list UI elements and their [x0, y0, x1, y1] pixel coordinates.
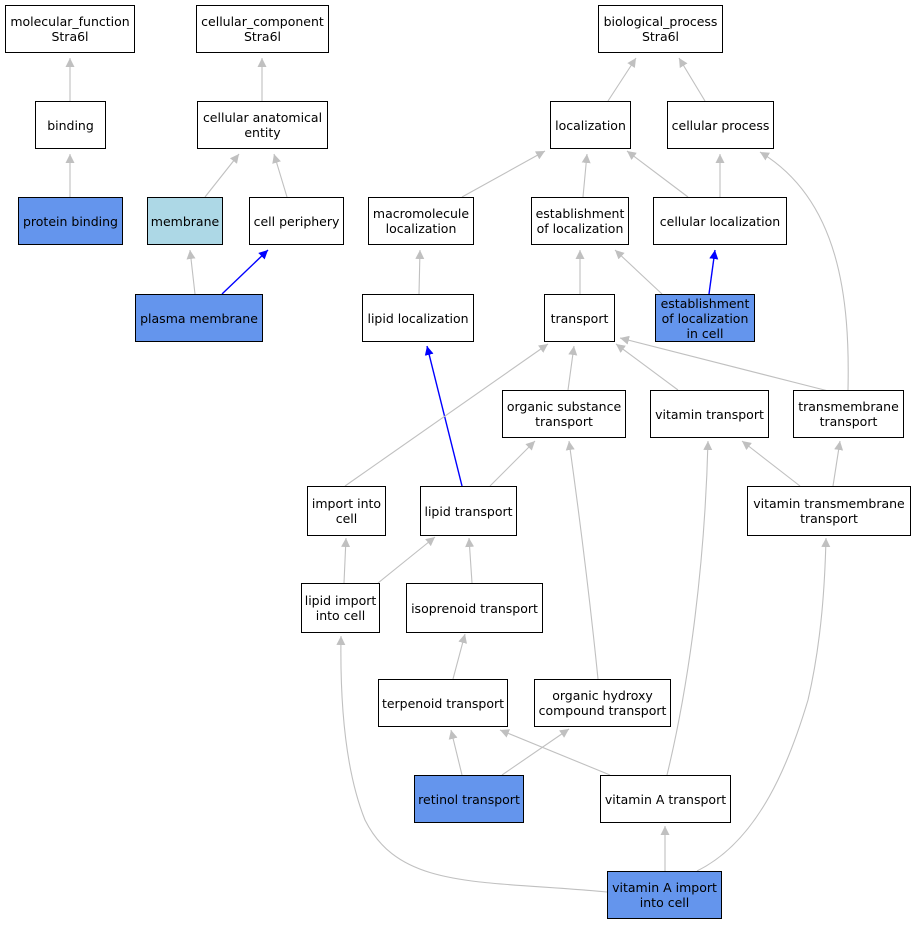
node-lipidimport[interactable]: lipid import into cell	[301, 583, 380, 633]
edge-lipidtrans-to-orgsub	[489, 440, 536, 487]
node-membrane[interactable]: membrane	[147, 197, 223, 245]
edge-orgsub-to-transport	[567, 345, 578, 391]
node-vitAimport[interactable]: vitamin A import into cell	[607, 871, 722, 919]
edge-plasmamem-to-cellperiph	[221, 249, 269, 295]
node-orghydroxy[interactable]: organic hydroxy compound transport	[534, 679, 671, 727]
node-tmtrans[interactable]: transmembrane transport	[793, 390, 904, 438]
edge-tmtrans-to-cellproc	[759, 151, 849, 391]
node-cellloc[interactable]: cellular localization	[653, 197, 787, 245]
edge-vitAimport-to-lipidimport	[336, 635, 608, 893]
edge-plasmamem-to-membrane	[186, 249, 196, 295]
node-protbind[interactable]: protein binding	[18, 197, 123, 245]
node-vittm[interactable]: vitamin transmembrane transport	[747, 486, 911, 536]
node-cae[interactable]: cellular anatomical entity	[197, 101, 328, 149]
edge-vitA-to-vittrans	[666, 440, 713, 776]
node-importcell[interactable]: import into cell	[307, 486, 386, 536]
edge-tmtrans-to-transport	[619, 335, 849, 397]
edge-cellperiph-to-cae	[272, 153, 288, 198]
edge-membrane-to-cae	[204, 153, 240, 198]
edge-localization-to-bp	[607, 57, 637, 102]
node-lipidloc[interactable]: lipid localization	[362, 294, 474, 342]
edge-cellproc-to-bp	[678, 57, 706, 102]
edge-vittm-to-tmtrans	[832, 440, 844, 487]
node-macroloc[interactable]: macromolecule localization	[368, 197, 474, 245]
node-estlocincell[interactable]: establishment of localization in cell	[655, 294, 755, 342]
node-vitA[interactable]: vitamin A transport	[600, 775, 731, 823]
node-binding[interactable]: binding	[35, 101, 106, 149]
edge-orghydroxy-to-orgsub	[565, 440, 599, 680]
edge-estloc-to-localization	[581, 153, 591, 198]
edge-lipidimport-to-lipidtrans	[377, 536, 436, 584]
node-lipidtrans[interactable]: lipid transport	[420, 486, 517, 536]
edge-lipidimport-to-importcell	[341, 537, 351, 584]
edge-macroloc-to-localization	[461, 150, 546, 198]
edge-retinol-to-orghydroxy	[501, 728, 570, 776]
node-plasmamem[interactable]: plasma membrane	[135, 294, 263, 342]
edge-cellloc-to-localization	[626, 150, 689, 198]
node-cellperiph[interactable]: cell periphery	[249, 197, 344, 245]
edge-isoprenoid-to-lipidtrans	[465, 537, 475, 584]
node-bp[interactable]: biological_process Stra6l	[598, 5, 723, 53]
node-cellproc[interactable]: cellular process	[667, 101, 774, 149]
edge-vitA-to-terpenoid	[499, 729, 611, 776]
node-transport[interactable]: transport	[544, 294, 615, 342]
node-mf[interactable]: molecular_function Stra6l	[5, 5, 135, 53]
node-vittrans[interactable]: vitamin transport	[650, 390, 769, 438]
edge-retinol-to-terpenoid	[448, 729, 463, 776]
edge-lipidloc-to-macroloc	[415, 249, 425, 295]
node-terpenoid[interactable]: terpenoid transport	[378, 679, 508, 727]
edge-vittm-to-vittrans	[741, 440, 801, 487]
node-orgsub[interactable]: organic substance transport	[502, 390, 626, 438]
node-cc[interactable]: cellular_component Stra6l	[196, 5, 329, 53]
edge-vittrans-to-transport	[615, 343, 679, 391]
edge-importcell-to-transport	[344, 343, 549, 487]
node-localization[interactable]: localization	[550, 101, 631, 149]
edge-estlocincell-to-cellloc	[708, 249, 719, 295]
node-isoprenoid[interactable]: isoprenoid transport	[406, 583, 543, 633]
edge-vitAimport-to-vittm	[696, 537, 831, 872]
node-estloc[interactable]: establishment of localization	[531, 197, 629, 245]
node-retinol[interactable]: retinol transport	[414, 775, 524, 823]
edge-estlocincell-to-estloc	[614, 249, 663, 295]
edge-terpenoid-to-isoprenoid	[452, 633, 468, 680]
